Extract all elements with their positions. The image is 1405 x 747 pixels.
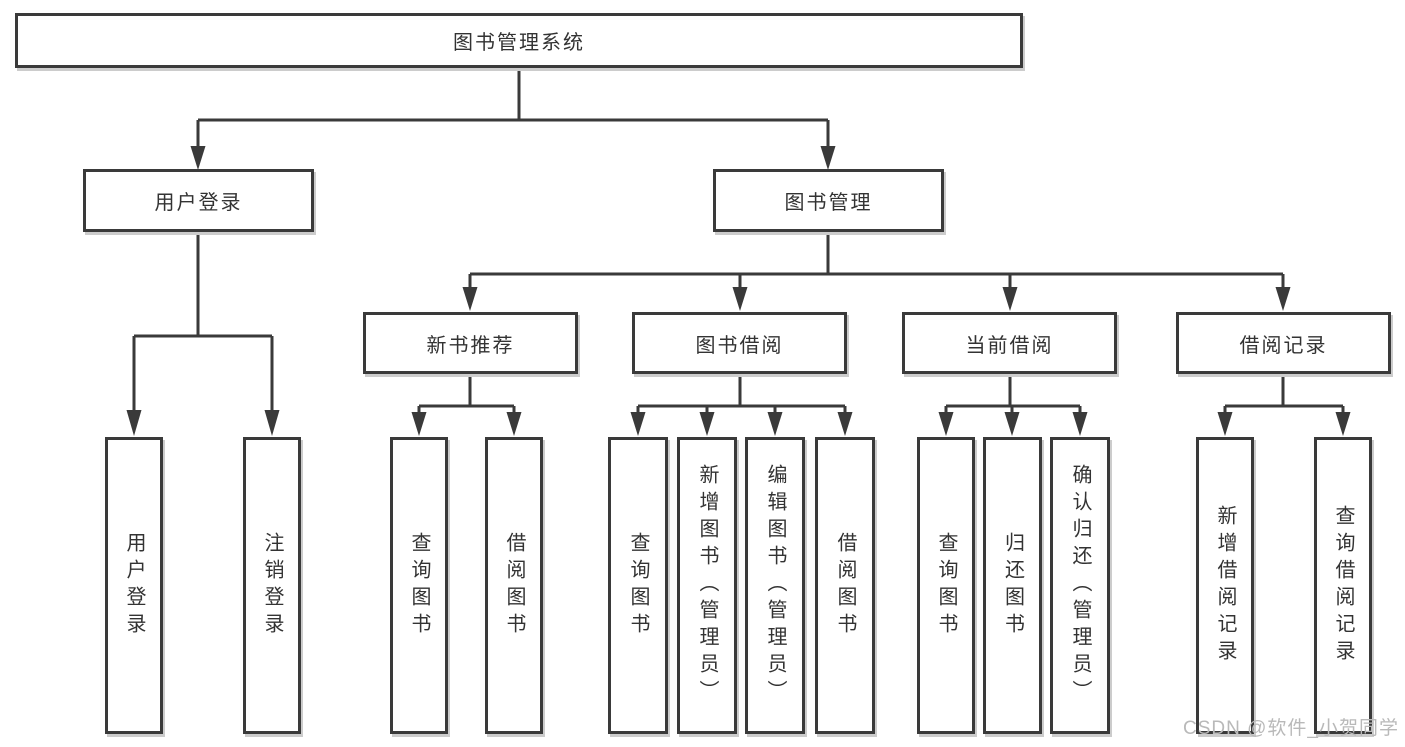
connector-user-login xyxy=(132,232,274,414)
leaf-confirm-return-admin: 确认归还（管理员） xyxy=(1050,437,1110,734)
connector-new-book-recommendation xyxy=(417,374,516,416)
arrowhead-icon xyxy=(264,410,280,436)
node-label: 用户登录 xyxy=(154,192,243,214)
node-label: 查询借阅记录 xyxy=(1332,504,1354,667)
leaf-borrow-books-1: 借阅图书 xyxy=(485,437,543,734)
leaf-query-books-3: 查询图书 xyxy=(917,437,975,734)
arrowhead-icon xyxy=(411,412,427,436)
leaf-edit-books-admin: 编辑图书（管理员） xyxy=(745,437,805,734)
arrowhead-icon xyxy=(820,146,836,170)
arrowhead-icon xyxy=(126,410,142,436)
node-label: 新增借阅记录 xyxy=(1214,504,1236,667)
node-book-borrowing: 图书借阅 xyxy=(632,312,847,374)
leaf-user-login: 用户登录 xyxy=(105,437,163,734)
connector-borrowing-records xyxy=(1223,374,1345,416)
node-label: 查询图书 xyxy=(935,531,957,640)
node-label: 当前借阅 xyxy=(965,334,1054,357)
node-label: 借阅图书 xyxy=(503,531,525,640)
leaf-logout: 注销登录 xyxy=(243,437,301,734)
arrowhead-icon xyxy=(630,412,646,436)
leaf-return-books: 归还图书 xyxy=(983,437,1042,734)
node-label: 图书管理 xyxy=(784,192,873,214)
arrowhead-icon xyxy=(732,287,748,311)
node-label: 查询图书 xyxy=(627,531,649,640)
arrowhead-icon xyxy=(1335,412,1351,436)
node-label: 借阅记录 xyxy=(1239,334,1328,357)
node-label: 借阅图书 xyxy=(834,531,856,640)
leaf-borrow-books-2: 借阅图书 xyxy=(815,437,875,734)
arrowhead-icon xyxy=(1275,287,1291,311)
node-current-borrowing: 当前借阅 xyxy=(902,312,1117,374)
connector-root xyxy=(196,68,830,150)
node-label: 编辑图书（管理员） xyxy=(764,464,786,707)
arrowhead-icon xyxy=(190,146,206,170)
node-label: 图书管理系统 xyxy=(453,32,585,54)
node-borrowing-records: 借阅记录 xyxy=(1176,312,1391,374)
arrowhead-icon xyxy=(938,412,954,436)
arrowhead-icon xyxy=(1217,412,1233,436)
leaf-query-books-1: 查询图书 xyxy=(390,437,448,734)
arrowhead-icon xyxy=(767,412,783,436)
arrowhead-icon xyxy=(1004,412,1020,436)
arrowhead-icon xyxy=(506,412,522,436)
watermark: CSDN @软件_小贺同学 xyxy=(1183,718,1399,739)
leaf-add-borrow-record: 新增借阅记录 xyxy=(1196,437,1254,734)
connector-current-borrowing xyxy=(944,374,1082,416)
arrowhead-icon xyxy=(699,412,715,436)
node-label: 归还图书 xyxy=(1001,531,1024,640)
connector-book-management xyxy=(468,232,1285,292)
node-new-book-recommendation: 新书推荐 xyxy=(363,312,578,374)
leaf-query-borrow-record: 查询借阅记录 xyxy=(1314,437,1372,734)
node-label: 确认归还（管理员） xyxy=(1069,464,1091,707)
leaf-query-books-2: 查询图书 xyxy=(608,437,668,734)
arrowhead-icon xyxy=(837,412,853,436)
node-label: 新书推荐 xyxy=(426,334,515,357)
node-label: 用户登录 xyxy=(123,531,145,640)
node-book-management: 图书管理 xyxy=(713,169,944,232)
node-label: 查询图书 xyxy=(408,531,430,640)
arrowhead-icon xyxy=(1072,412,1088,436)
node-label: 图书借阅 xyxy=(695,334,784,357)
leaf-add-books-admin: 新增图书（管理员） xyxy=(677,437,737,734)
node-label: 新增图书（管理员） xyxy=(696,464,718,707)
connector-book-borrowing xyxy=(636,374,847,416)
arrowhead-icon xyxy=(462,287,478,311)
node-user-login: 用户登录 xyxy=(83,169,314,232)
node-library-management-system: 图书管理系统 xyxy=(15,13,1023,68)
node-label: 注销登录 xyxy=(261,531,283,640)
arrowhead-icon xyxy=(1002,287,1018,311)
